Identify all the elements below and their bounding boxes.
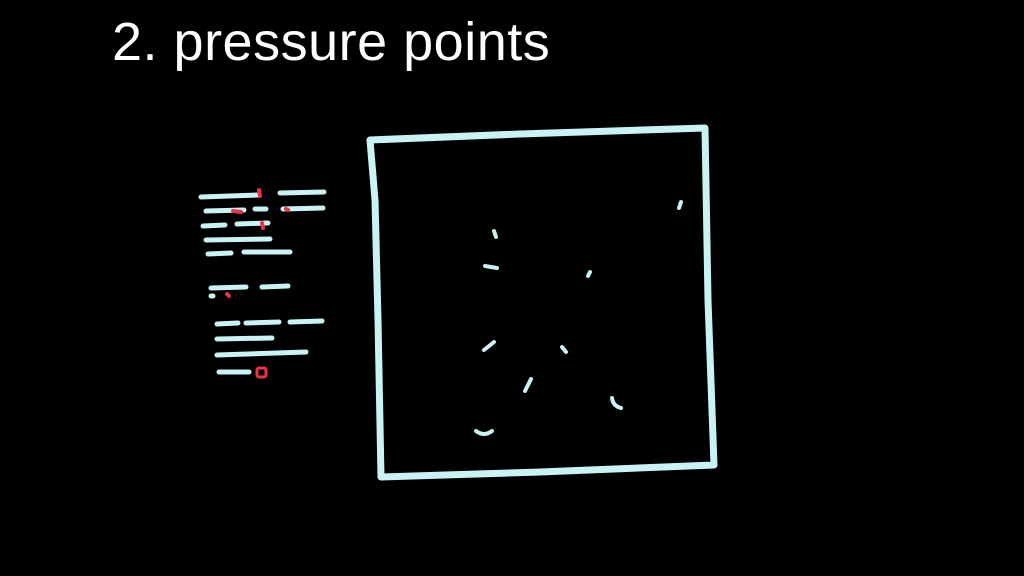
highlight-dot	[231, 209, 243, 214]
pressure-mark	[560, 345, 568, 354]
highlight-dot	[225, 292, 231, 298]
pressure-mark	[474, 429, 494, 436]
pressure-mark	[492, 229, 498, 239]
text-line	[280, 205, 326, 212]
text-line	[214, 335, 275, 342]
text-line	[203, 236, 273, 243]
text-line	[214, 320, 241, 327]
pressure-mark	[586, 270, 592, 278]
text-line	[287, 318, 325, 325]
pressure-mark	[677, 200, 683, 210]
pressure-mark	[483, 264, 499, 270]
text-line	[259, 283, 291, 290]
text-line	[277, 189, 327, 196]
highlight-dot	[284, 207, 290, 212]
text-lines-icon	[198, 189, 327, 375]
text-line	[208, 284, 249, 291]
highlight-box	[255, 366, 268, 379]
highlight-dot	[257, 188, 262, 198]
pressure-mark	[482, 340, 496, 352]
pressure-mark	[610, 396, 623, 410]
slide-title: 2. pressure points	[112, 12, 551, 72]
text-line	[205, 250, 234, 257]
highlight-dots	[225, 188, 290, 379]
text-line	[200, 222, 228, 229]
text-line	[243, 319, 282, 326]
highlight-dot	[260, 221, 265, 230]
frame-icon	[366, 124, 718, 481]
pressure-marks-icon	[474, 200, 683, 436]
pressure-mark	[523, 377, 533, 393]
text-line	[198, 192, 261, 200]
text-line	[214, 349, 309, 358]
